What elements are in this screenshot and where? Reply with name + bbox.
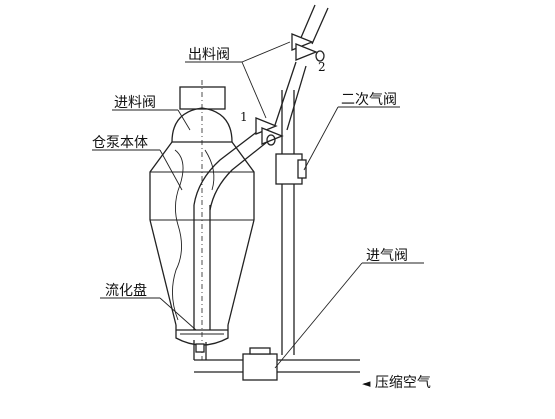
discharge-valve-label: 出料阀 [188,47,230,63]
valve-number-1: 1 [240,110,248,124]
pump-vessel [149,80,255,360]
compressed-air-label: 压缩空气 [374,375,431,391]
fluidizing-disc-label: 流化盘 [105,283,147,299]
inlet-valve-label: 进料阀 [114,95,156,111]
vessel-lower-cone [149,219,255,326]
intake-valve-label: 进气阀 [366,248,408,264]
leader-lines [92,41,424,369]
pump-body-label: 仓泵本体 [92,135,148,151]
discharge-valve-2 [291,33,325,62]
discharge-pipe [193,4,329,211]
arrow-left-icon: ◄ [362,377,371,390]
compressed-air-inlet: ◄ 压缩空气 [362,372,431,392]
section-cut-line [172,149,184,321]
valve-number-2: 2 [318,60,326,74]
discharge-valve-1 [255,117,284,146]
air-piping [193,90,360,381]
inlet-valve-housing [179,86,226,110]
secondary-air-valve-label: 二次气阀 [341,92,397,108]
intake-valve-body [242,353,278,381]
